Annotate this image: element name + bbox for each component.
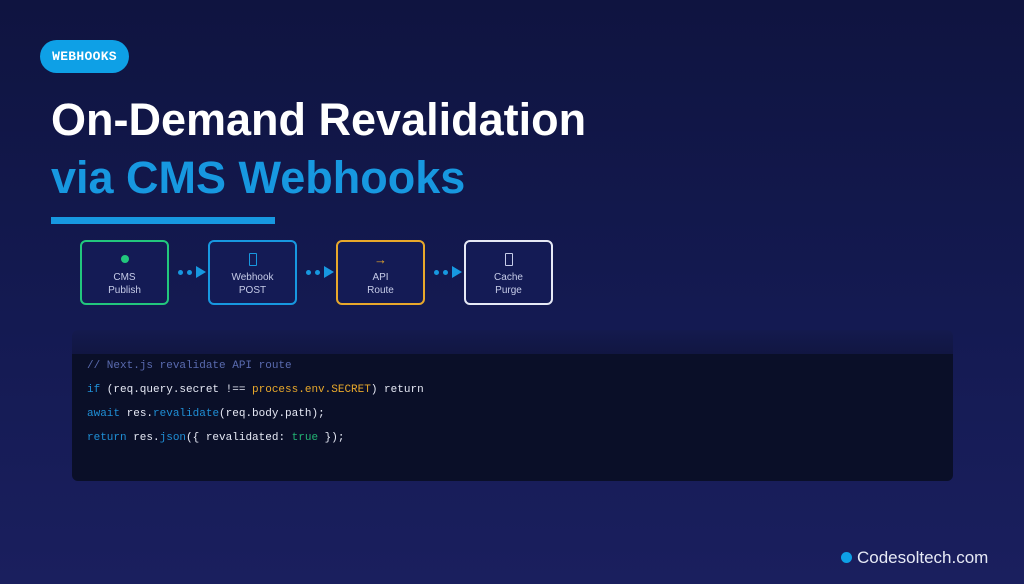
code-line: if (req.query.secret !== process.env.SEC… (87, 384, 424, 396)
page-subtitle: via CMS Webhooks (51, 152, 466, 203)
connector-arrow (306, 266, 334, 278)
node-label: Route (367, 285, 394, 296)
node-cms-publish: CMS Publish (80, 240, 169, 305)
brand-dot-icon (841, 551, 852, 563)
code-line: await res.revalidate(req.body.path); (87, 408, 325, 420)
connector-arrow (178, 266, 206, 278)
node-label: Publish (108, 285, 141, 296)
document-icon (504, 252, 513, 266)
code-line: // Next.js revalidate API route (87, 360, 292, 372)
code-line: return res.json({ revalidated: true }); (87, 432, 345, 444)
node-api-route: → API Route (336, 240, 425, 305)
connector-arrow (434, 266, 462, 278)
node-label: POST (238, 285, 267, 296)
node-label: API (372, 272, 389, 283)
title-underline (51, 217, 275, 224)
code-body: // Next.js revalidate API route if (req.q… (72, 354, 953, 481)
node-label: Purge (495, 285, 522, 296)
green-dot-icon (120, 255, 129, 263)
node-label: Webhook (231, 272, 274, 283)
node-label: CMS (113, 272, 136, 283)
page-title: On-Demand Revalidation (51, 94, 587, 145)
document-icon (248, 252, 257, 266)
footer-brand: Codesoltech.com (841, 548, 988, 568)
arrow-right-icon: → (374, 251, 387, 267)
webhooks-badge: WEBHOOKS (40, 40, 129, 73)
code-block: // Next.js revalidate API route if (req.q… (72, 330, 953, 481)
code-header (72, 330, 953, 354)
node-label: Cache (494, 272, 523, 283)
brand-name: Codesoltech.com (857, 548, 989, 567)
